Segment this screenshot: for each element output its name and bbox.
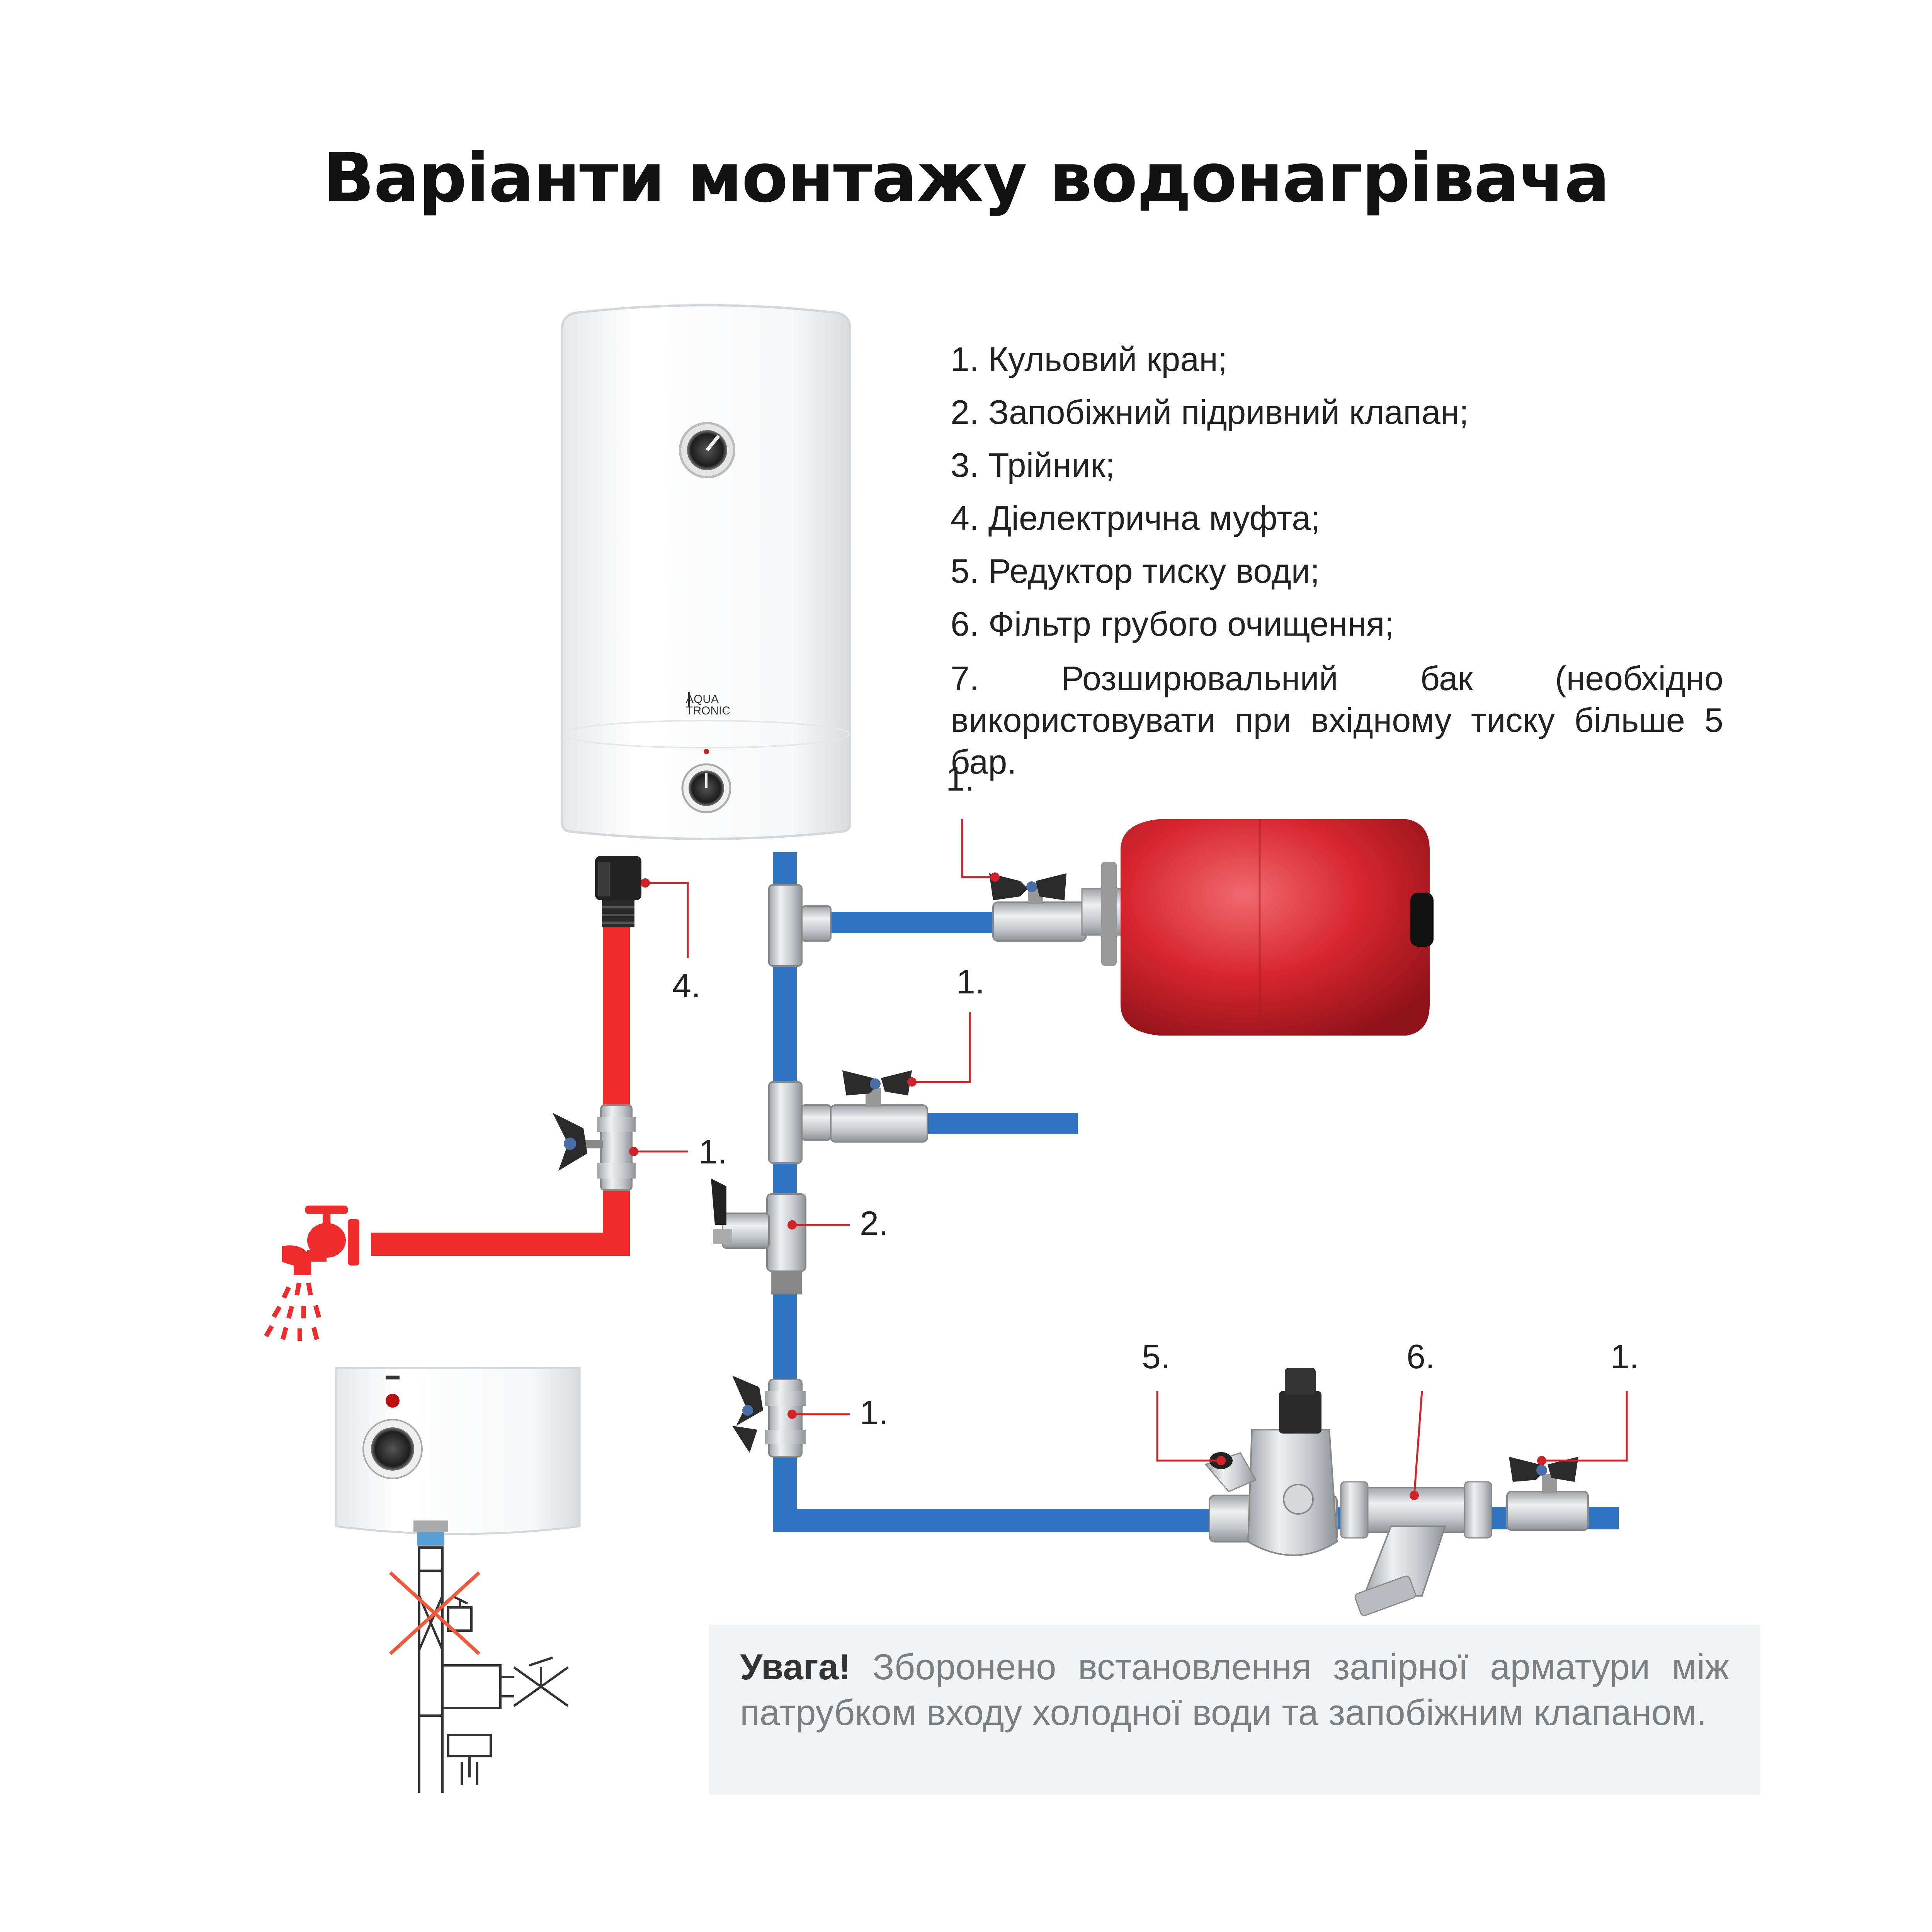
hot-water-pipe [371,900,630,1256]
leader-lines [634,819,1628,1496]
legend-item-dielectric-coupling: 4. Діелектрична муфта; [951,499,1320,537]
pressure-reducer [1204,1368,1338,1556]
callout-dielectric: 4. [672,966,701,1005]
hot-ball-valve [553,1104,636,1191]
legend-item-safety-valve: 2. Запобіжний підривний клапан; [951,393,1469,431]
legend-item-ball-valve: 1. Кульовий кран; [951,340,1228,378]
legend-item-tee: 3. Трійник; [951,446,1115,484]
inset-schematic [418,1546,569,1793]
callout-hot-valve: 1. [699,1133,727,1171]
safety-valve [711,1179,806,1294]
warning-text: Увага! Зборонено встановлення запірної а… [740,1644,1729,1735]
legend-item-pressure-reducer: 5. Редуктор тиску води; [951,552,1320,590]
inlet-ball-valve [1506,1457,1589,1531]
side-ball-valve [830,1070,928,1143]
inset-heater-detail [335,1367,581,1546]
callout-side-valve: 1. [956,963,985,1001]
legend: 1. Кульовий кран; 2. Запобіжний підривни… [951,340,1723,797]
coarse-filter [1340,1481,1492,1616]
tank-ball-valve [989,873,1087,942]
callout-safety-valve: 2. [860,1204,888,1242]
callout-inlet-valve: 1. [1611,1337,1639,1376]
dielectric-coupling [595,856,641,927]
brand-line2: TRONIC [686,704,730,717]
warning-body: Зборонено встановлення запірної арматури… [740,1646,1729,1733]
legend-item-expansion-tank: 7. Розширювальний бак (необхідно викорис… [951,659,1723,781]
faucet-icon [264,1206,359,1341]
expansion-tank [1081,819,1434,1036]
callout-reducer: 5. [1142,1337,1170,1376]
legend-item-coarse-filter: 6. Фільтр грубого очищення; [951,605,1394,643]
callout-filter: 6. [1406,1337,1435,1376]
leader-dots [629,872,1546,1500]
cold-ball-valve [732,1376,806,1458]
brand-line1: AQUA [686,693,719,706]
callout-tank-valve: 1. [946,760,975,798]
callout-cold-valve: 1. [860,1393,888,1432]
tee-fitting-lower [768,1081,832,1164]
brand-logo: AQUA TRONIC [686,694,730,717]
prohibited-cross-icon [389,1571,481,1655]
warning-label: Увага! [740,1646,851,1687]
page-title: Варіанти монтажу водонагрівача [323,139,1610,218]
tee-fitting-upper [768,884,832,967]
warning-box: Увага! Зборонено встановлення запірної а… [709,1625,1760,1795]
water-heater [561,304,851,840]
